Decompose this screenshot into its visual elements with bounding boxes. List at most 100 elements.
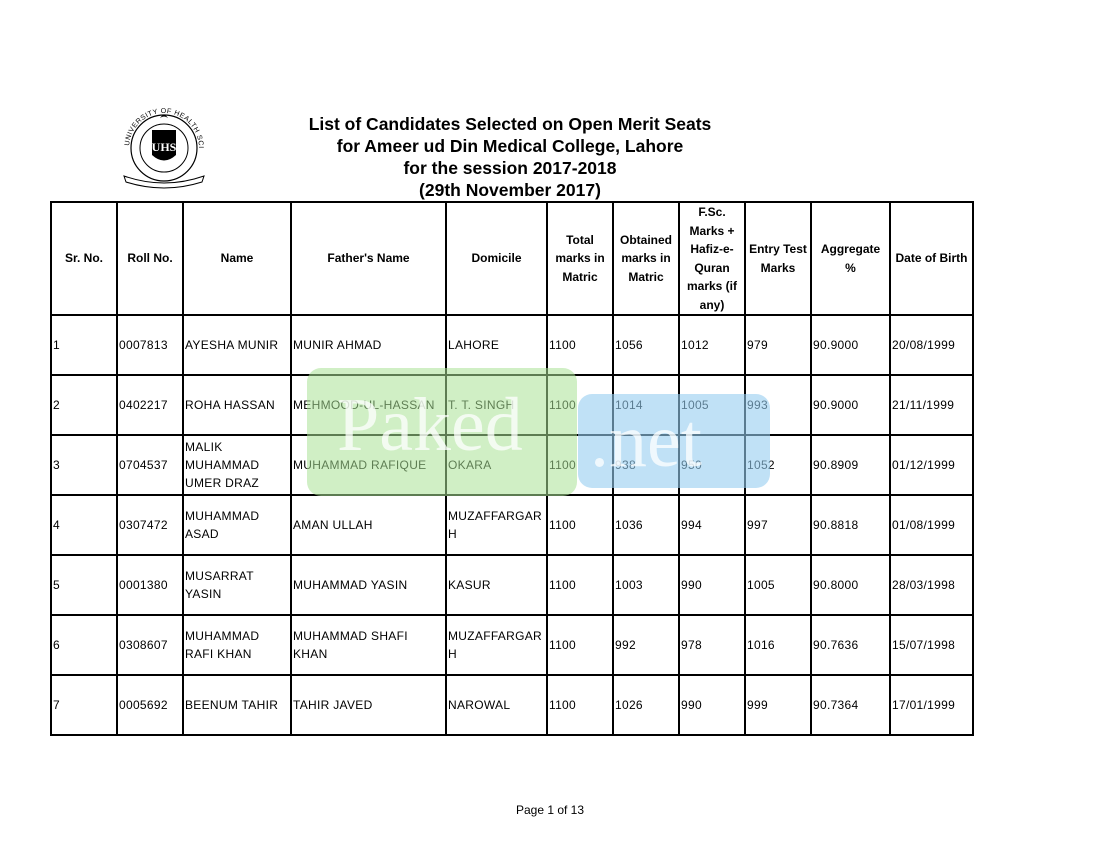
cell-aggregate: 90.9000	[810, 374, 891, 436]
cell-sr-no: 3	[50, 434, 118, 496]
cell-total-marks-matric: 1100	[546, 374, 614, 436]
table-row: 7 0005692 BEENUM TAHIR TAHIR JAVED NAROW…	[50, 674, 974, 736]
cell-sr-no: 5	[50, 554, 118, 616]
cell-name: AYESHA MUNIR	[182, 314, 292, 376]
header-domicile: Domicile	[445, 201, 548, 316]
cell-obtained-marks-matric: 1003	[612, 554, 680, 616]
cell-fathers-name: MUHAMMAD YASIN	[290, 554, 447, 616]
cell-roll-no: 0307472	[116, 494, 184, 556]
merit-list-table: Sr. No. Roll No. Name Father's Name Domi…	[50, 201, 974, 736]
cell-domicile: LAHORE	[445, 314, 548, 376]
cell-name: MUSARRAT YASIN	[182, 554, 292, 616]
header-roll-no: Roll No.	[116, 201, 184, 316]
cell-fsc-marks: 978	[678, 614, 746, 676]
cell-total-marks-matric: 1100	[546, 674, 614, 736]
cell-roll-no: 0704537	[116, 434, 184, 496]
cell-obtained-marks-matric: 1056	[612, 314, 680, 376]
cell-entry-test-marks: 993	[744, 374, 812, 436]
cell-sr-no: 6	[50, 614, 118, 676]
cell-entry-test-marks: 1005	[744, 554, 812, 616]
cell-date-of-birth: 01/08/1999	[889, 494, 974, 556]
cell-date-of-birth: 20/08/1999	[889, 314, 974, 376]
cell-date-of-birth: 01/12/1999	[889, 434, 974, 496]
cell-fathers-name: MUHAMMAD SHAFI KHAN	[290, 614, 447, 676]
table-row: 2 0402217 ROHA HASSAN MEHMOOD-UL-HASSAN …	[50, 374, 974, 436]
cell-name: BEENUM TAHIR	[182, 674, 292, 736]
cell-sr-no: 4	[50, 494, 118, 556]
cell-fsc-marks: 950	[678, 434, 746, 496]
cell-sr-no: 7	[50, 674, 118, 736]
page-number: Page 1 of 13	[515, 803, 585, 817]
cell-obtained-marks-matric: 938	[612, 434, 680, 496]
cell-roll-no: 0402217	[116, 374, 184, 436]
cell-entry-test-marks: 1016	[744, 614, 812, 676]
cell-date-of-birth: 15/07/1998	[889, 614, 974, 676]
table-row: 6 0308607 MUHAMMAD RAFI KHAN MUHAMMAD SH…	[50, 614, 974, 676]
cell-fathers-name: MUHAMMAD RAFIQUE	[290, 434, 447, 496]
header-date-of-birth: Date of Birth	[889, 201, 974, 316]
cell-total-marks-matric: 1100	[546, 494, 614, 556]
header-name: Name	[182, 201, 292, 316]
table-row: 1 0007813 AYESHA MUNIR MUNIR AHMAD LAHOR…	[50, 314, 974, 376]
cell-fsc-marks: 990	[678, 554, 746, 616]
cell-total-marks-matric: 1100	[546, 614, 614, 676]
cell-entry-test-marks: 979	[744, 314, 812, 376]
svg-text:UHS: UHS	[152, 140, 177, 154]
cell-entry-test-marks: 1052	[744, 434, 812, 496]
cell-obtained-marks-matric: 992	[612, 614, 680, 676]
cell-date-of-birth: 17/01/1999	[889, 674, 974, 736]
cell-fathers-name: TAHIR JAVED	[290, 674, 447, 736]
cell-aggregate: 90.7636	[810, 614, 891, 676]
header-entry-test-marks: Entry Test Marks	[744, 201, 812, 316]
title-line-2: for Ameer ud Din Medical College, Lahore	[336, 136, 684, 156]
cell-roll-no: 0001380	[116, 554, 184, 616]
header-fsc-marks: F.Sc. Marks + Hafiz-e-Quran marks (if an…	[678, 201, 746, 316]
cell-name: MUHAMMAD ASAD	[182, 494, 292, 556]
cell-entry-test-marks: 997	[744, 494, 812, 556]
cell-aggregate: 90.9000	[810, 314, 891, 376]
cell-fsc-marks: 990	[678, 674, 746, 736]
cell-fathers-name: MUNIR AHMAD	[290, 314, 447, 376]
university-seal-icon: UNIVERSITY OF HEALTH SCIENCES LAHORE UHS	[109, 95, 216, 190]
document-title: List of Candidates Selected on Open Meri…	[250, 113, 770, 201]
cell-fsc-marks: 994	[678, 494, 746, 556]
cell-obtained-marks-matric: 1036	[612, 494, 680, 556]
cell-domicile: OKARA	[445, 434, 548, 496]
cell-aggregate: 90.8818	[810, 494, 891, 556]
title-line-1: List of Candidates Selected on Open Meri…	[308, 114, 712, 134]
cell-domicile: MUZAFFARGARH	[445, 614, 548, 676]
cell-total-marks-matric: 1100	[546, 554, 614, 616]
cell-name: MUHAMMAD RAFI KHAN	[182, 614, 292, 676]
cell-sr-no: 2	[50, 374, 118, 436]
cell-fsc-marks: 1005	[678, 374, 746, 436]
cell-roll-no: 0007813	[116, 314, 184, 376]
cell-name: ROHA HASSAN	[182, 374, 292, 436]
cell-domicile: KASUR	[445, 554, 548, 616]
cell-aggregate: 90.8000	[810, 554, 891, 616]
cell-entry-test-marks: 999	[744, 674, 812, 736]
cell-sr-no: 1	[50, 314, 118, 376]
cell-fsc-marks: 1012	[678, 314, 746, 376]
cell-aggregate: 90.8909	[810, 434, 891, 496]
header-sr-no: Sr. No.	[50, 201, 118, 316]
title-line-3: for the session 2017-2018	[403, 158, 617, 178]
cell-roll-no: 0005692	[116, 674, 184, 736]
title-line-4: (29th November 2017)	[419, 180, 601, 200]
header-obtained-marks-matric: Obtained marks in Matric	[612, 201, 680, 316]
cell-name: MALIK MUHAMMAD UMER DRAZ	[182, 434, 292, 496]
cell-domicile: NAROWAL	[445, 674, 548, 736]
header-fathers-name: Father's Name	[290, 201, 447, 316]
cell-fathers-name: AMAN ULLAH	[290, 494, 447, 556]
cell-aggregate: 90.7364	[810, 674, 891, 736]
cell-roll-no: 0308607	[116, 614, 184, 676]
cell-date-of-birth: 28/03/1998	[889, 554, 974, 616]
cell-date-of-birth: 21/11/1999	[889, 374, 974, 436]
table-row: 4 0307472 MUHAMMAD ASAD AMAN ULLAH MUZAF…	[50, 494, 974, 556]
cell-obtained-marks-matric: 1026	[612, 674, 680, 736]
table-row: 3 0704537 MALIK MUHAMMAD UMER DRAZ MUHAM…	[50, 434, 974, 496]
cell-total-marks-matric: 1100	[546, 434, 614, 496]
cell-domicile: T. T. SINGH	[445, 374, 548, 436]
table-row: 5 0001380 MUSARRAT YASIN MUHAMMAD YASIN …	[50, 554, 974, 616]
cell-domicile: MUZAFFARGARH	[445, 494, 548, 556]
cell-obtained-marks-matric: 1014	[612, 374, 680, 436]
